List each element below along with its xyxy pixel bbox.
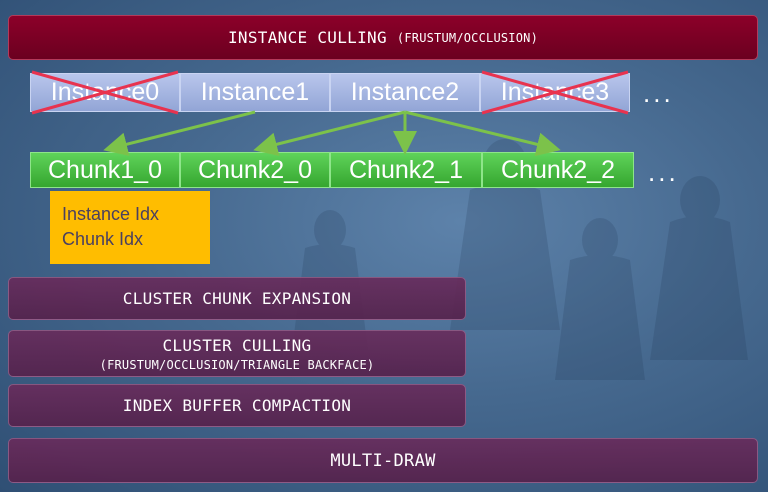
cluster-culling-subtitle: (FRUSTUM/OCCLUSION/TRIANGLE BACKFACE) <box>99 357 375 372</box>
instance-culling-title: INSTANCE CULLING <box>227 28 387 47</box>
instance-label: Instance0 <box>50 78 160 106</box>
chunk-box: Chunk2_0 <box>180 152 330 188</box>
cluster-chunk-expansion-title: CLUSTER CHUNK EXPANSION <box>122 289 352 308</box>
arrow-instance2-to-chunk2-0 <box>253 110 406 156</box>
chunks-ellipsis: ... <box>648 157 679 187</box>
index-buffer-compaction-title: INDEX BUFFER COMPACTION <box>122 396 352 415</box>
instance-label: Instance2 <box>350 78 460 106</box>
chunk-info-note: Instance Idx Chunk Idx <box>50 191 210 264</box>
cluster-culling-stage: CLUSTER CULLING (FRUSTUM/OCCLUSION/TRIAN… <box>8 330 466 377</box>
cluster-chunk-expansion-stage: CLUSTER CHUNK EXPANSION <box>8 277 466 320</box>
chunk-label: Chunk2_2 <box>501 155 615 184</box>
arrow-instance1-to-chunk1-0 <box>103 110 256 156</box>
chunk-label: Chunk2_1 <box>349 155 463 184</box>
instance-culling-subtitle: (FRUSTUM/OCCLUSION) <box>396 30 538 45</box>
instance-label: Instance1 <box>200 78 310 106</box>
chunk-info-chunk-idx: Chunk Idx <box>62 229 144 249</box>
chunk-label: Chunk2_0 <box>198 155 312 184</box>
chunk-info-instance-idx: Instance Idx <box>62 204 160 224</box>
instance-box: Instance0 <box>30 73 180 112</box>
chunk-label: Chunk1_0 <box>48 155 162 184</box>
instance-label: Instance3 <box>500 78 610 106</box>
index-buffer-compaction-stage: INDEX BUFFER COMPACTION <box>8 384 466 427</box>
instance-box: Instance3 <box>480 73 630 112</box>
instance-box: Instance1 <box>180 73 330 112</box>
multi-draw-title: MULTI-DRAW <box>330 450 436 471</box>
chunk-box: Chunk2_1 <box>330 152 482 188</box>
instances-ellipsis: ... <box>643 78 674 108</box>
cluster-culling-title: CLUSTER CULLING <box>162 335 312 355</box>
chunk-box: Chunk1_0 <box>30 152 180 188</box>
multi-draw-stage: MULTI-DRAW <box>8 438 758 483</box>
instance-culling-stage: INSTANCE CULLING (FRUSTUM/OCCLUSION) <box>8 15 758 60</box>
instance-box: Instance2 <box>330 73 480 112</box>
chunk-box: Chunk2_2 <box>482 152 634 188</box>
arrow-instance2-to-chunk2-2 <box>404 110 561 157</box>
